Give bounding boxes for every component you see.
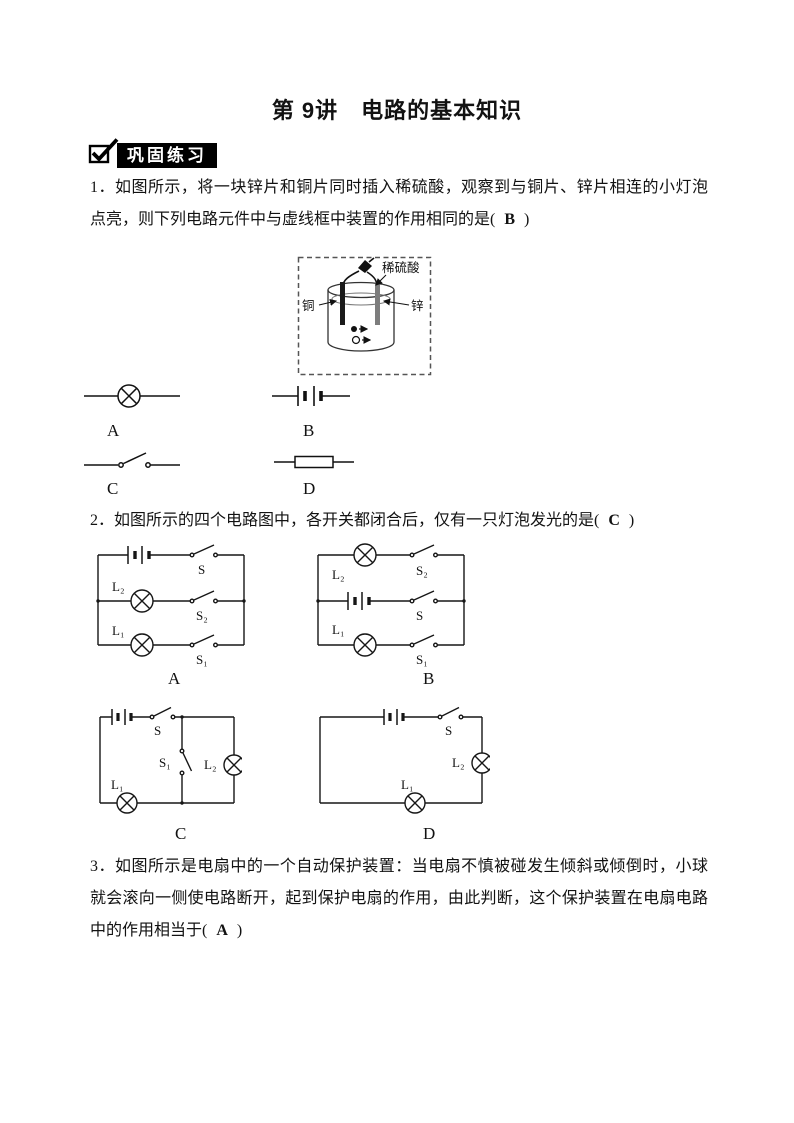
lamp-l2-label: L₂ bbox=[452, 755, 464, 770]
circuit-diagram-a: S L₂ S₂ L₁ S₁ bbox=[96, 544, 246, 667]
question-2-close: ) bbox=[628, 512, 635, 529]
lamp-icons bbox=[404, 752, 490, 814]
battery-icon bbox=[383, 709, 405, 725]
circuit-b-label: B bbox=[423, 669, 435, 688]
question-3-stem: 中的作用相当于( bbox=[90, 922, 208, 939]
lamp-icons bbox=[353, 543, 377, 657]
circuit-c-wires bbox=[99, 716, 235, 804]
battery-icon bbox=[127, 546, 151, 564]
dashed-frame bbox=[297, 256, 432, 376]
circuit-a-label: A bbox=[168, 669, 181, 688]
lamp-l2-label: L₂ bbox=[204, 757, 216, 772]
switch-icons bbox=[149, 706, 193, 776]
switch-s1-label: S₁ bbox=[416, 652, 428, 667]
beaker bbox=[327, 281, 395, 352]
ion-symbols bbox=[351, 325, 372, 345]
question-2-stem: 2．如图所示的四个电路图中，各开关都闭合后，仅有一只灯泡发光的是( bbox=[90, 512, 600, 529]
lamp-l1-label: L₁ bbox=[332, 622, 344, 637]
page-title: 第 9讲 电路的基本知识 bbox=[271, 98, 523, 123]
switch-s2-label: S₂ bbox=[196, 608, 208, 623]
circuit-diagram-b: L₂ S₂ S L₁ S₁ bbox=[316, 543, 466, 667]
junction-dots bbox=[316, 599, 466, 603]
switch-s1-label: S₁ bbox=[196, 652, 208, 667]
option-b-label: B bbox=[303, 421, 315, 440]
section-badge: 巩固练习 bbox=[117, 143, 217, 168]
electrochemical-cell-figure: 稀硫酸 铜 锌 bbox=[297, 256, 432, 376]
switch-s1-label: S₁ bbox=[159, 755, 171, 770]
switch-s-label: S bbox=[154, 723, 161, 738]
electrodes bbox=[340, 282, 380, 325]
question-3-answer: A bbox=[216, 922, 228, 939]
lamp-l1-label: L₁ bbox=[112, 623, 124, 638]
option-d-label: D bbox=[303, 479, 316, 498]
checkmark-icon bbox=[88, 138, 119, 164]
question-1-line-2: 点亮，则下列电路元件中与虚线框中装置的作用相同的是( B) bbox=[90, 209, 708, 231]
switch-icons bbox=[189, 544, 218, 648]
question-3-line-3: 中的作用相当于( A) bbox=[90, 920, 708, 942]
circuit-c-label: C bbox=[175, 824, 187, 843]
lamp-icons bbox=[116, 754, 242, 814]
resistor-symbol-d bbox=[274, 455, 354, 469]
circuit-d-wires bbox=[319, 716, 483, 804]
zinc-label: 锌 bbox=[411, 299, 424, 313]
switch-icons bbox=[437, 706, 464, 720]
copper-label: 铜 bbox=[302, 298, 315, 313]
figure-leader-lines bbox=[318, 274, 410, 306]
question-1-close: ) bbox=[524, 211, 530, 228]
switch-symbol-c bbox=[84, 452, 180, 468]
junction-dots bbox=[96, 599, 246, 603]
question-3-line-2: 就会滚向一侧使电路断开，起到保护电扇的作用，由此判断，这个保护装置在电扇电路 bbox=[90, 890, 708, 907]
question-2-text: 2．如图所示的四个电路图中，各开关都闭合后，仅有一只灯泡发光的是( C) bbox=[90, 510, 708, 532]
question-1-line-1: 1．如图所示，将一块锌片和铜片同时插入稀硫酸，观察到与铜片、锌片相连的小灯泡 bbox=[90, 179, 708, 196]
battery-symbol-b bbox=[272, 386, 350, 406]
lamp-l1-label: L₁ bbox=[401, 777, 413, 792]
switch-s-label: S bbox=[445, 723, 452, 738]
question-2-answer: C bbox=[608, 512, 620, 529]
question-3-line-1: 3．如图所示是电扇中的一个自动保护装置：当电扇不慎被碰发生倾斜或倾倒时，小球 bbox=[90, 858, 708, 875]
question-1-answer: B bbox=[504, 211, 516, 228]
acid-label: 稀硫酸 bbox=[382, 260, 420, 275]
junction-dots bbox=[180, 715, 184, 805]
battery-icon bbox=[347, 592, 371, 610]
lamp-icons bbox=[130, 589, 154, 657]
circuit-diagram-d: S L₂ L₁ bbox=[319, 706, 490, 814]
lamp-l2-label: L₂ bbox=[112, 579, 124, 594]
lamp-symbol-a bbox=[84, 384, 180, 408]
switch-s2-label: S₂ bbox=[416, 563, 428, 578]
switch-s-label: S bbox=[416, 608, 423, 623]
lamp-l1-label: L₁ bbox=[111, 777, 123, 792]
question-1-stem: 点亮，则下列电路元件中与虚线框中装置的作用相同的是( bbox=[90, 211, 496, 228]
battery-icon bbox=[111, 709, 133, 725]
option-c-label: C bbox=[107, 479, 119, 498]
switch-s-label: S bbox=[198, 562, 205, 577]
switch-icons bbox=[409, 544, 438, 648]
option-a-label: A bbox=[107, 421, 120, 440]
circuit-d-label: D bbox=[423, 824, 436, 843]
question-3-close: ) bbox=[236, 922, 243, 939]
lamp-l2-label: L₂ bbox=[332, 567, 344, 582]
circuit-diagram-c: S S₁ L₂ L₁ bbox=[99, 706, 242, 814]
